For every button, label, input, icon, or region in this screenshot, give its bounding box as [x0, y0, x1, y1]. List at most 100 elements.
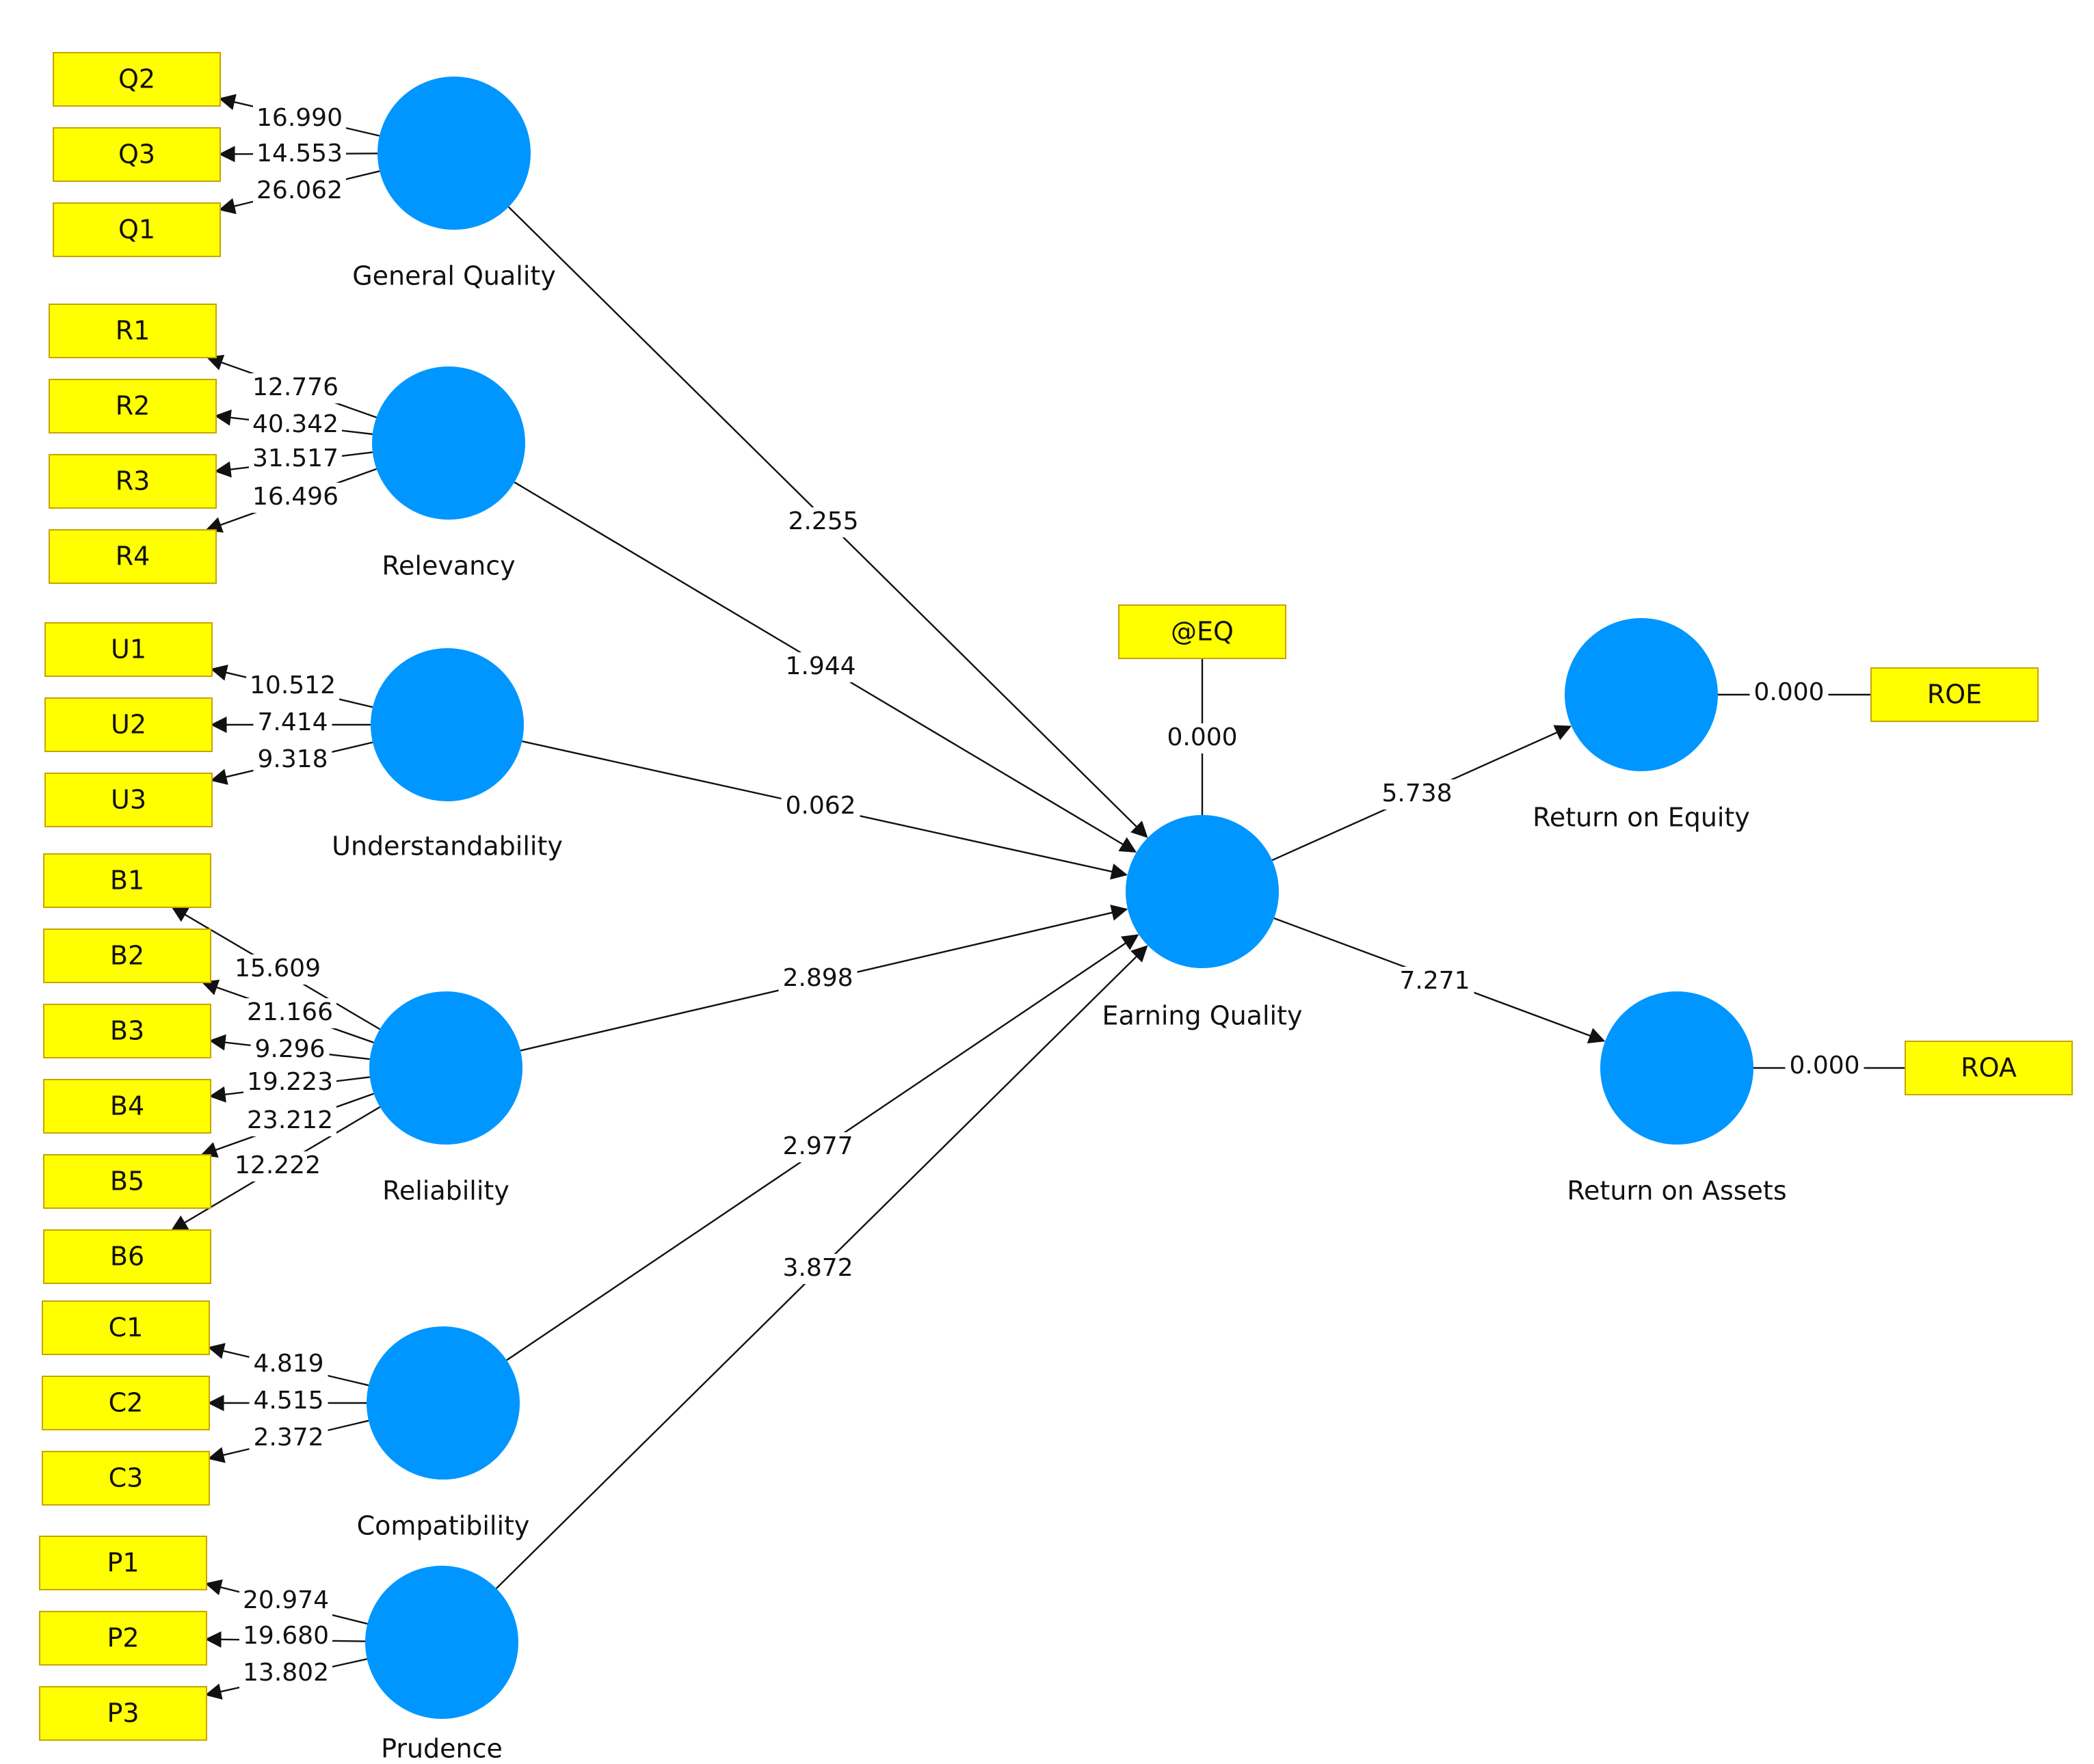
path-coefficient-prudence-to-earning-quality: 3.872 [778, 1254, 858, 1284]
indicator-box-r2 [49, 379, 217, 433]
construct-relevancy[interactable]: Relevancy [372, 366, 525, 581]
loading-value-c3-text: 2.372 [253, 1424, 323, 1452]
indicator-label-q1: Q1 [118, 215, 155, 245]
loading-value-at-eq: 0.000 [1163, 723, 1242, 753]
indicator-c3[interactable]: C3 [42, 1451, 210, 1506]
indicator-box-roa [1905, 1041, 2073, 1095]
loading-value-u1-text: 10.512 [250, 671, 336, 699]
indicator-box-r1 [49, 304, 217, 358]
indicator-at-eq[interactable]: @EQ [1118, 604, 1286, 659]
indicator-r2[interactable]: R2 [49, 379, 217, 433]
path-coefficient-compatibility-to-earning-quality: 2.977 [778, 1132, 858, 1162]
construct-return-on-equity[interactable]: Return on Equity [1533, 618, 1750, 833]
construct-circle-earning-quality [1126, 815, 1279, 968]
indicator-b1[interactable]: B1 [43, 853, 211, 908]
loading-value-c3-backdrop [249, 1424, 328, 1454]
indicator-box-c1 [42, 1300, 210, 1355]
construct-circle-relevancy [372, 366, 525, 520]
indicator-label-r3: R3 [116, 466, 150, 496]
construct-circle-general-quality [377, 77, 531, 230]
path-coefficient-general-quality-to-earning-quality-backdrop [784, 507, 863, 537]
indicator-label-b4: B4 [110, 1091, 144, 1121]
indicator-label-c2: C2 [109, 1388, 144, 1418]
indicator-box-b1 [43, 853, 211, 908]
loading-value-p2-backdrop [239, 1622, 332, 1652]
indicator-box-q1 [53, 202, 221, 257]
indicator-label-b1: B1 [110, 866, 144, 896]
indicator-label-u3: U3 [111, 785, 146, 815]
indicator-u3[interactable]: U3 [44, 773, 213, 827]
construct-prudence[interactable]: Prudence [365, 1566, 518, 1764]
loading-value-roe: 0.000 [1749, 678, 1829, 708]
indicator-q1[interactable]: Q1 [53, 202, 221, 257]
indicator-b3[interactable]: B3 [43, 1004, 211, 1058]
indicator-box-q2 [53, 52, 221, 107]
loading-value-p1-backdrop [239, 1586, 332, 1616]
loading-value-at-eq-text: 0.000 [1167, 723, 1237, 751]
loading-value-c2: 4.515 [249, 1387, 328, 1417]
indicator-b5[interactable]: B5 [43, 1154, 211, 1209]
indicator-p3[interactable]: P3 [39, 1686, 207, 1741]
path-coefficient-prudence-to-earning-quality-backdrop [778, 1254, 858, 1284]
construct-label-reliability: Reliability [382, 1176, 509, 1206]
indicator-b2[interactable]: B2 [43, 928, 211, 983]
loading-value-r4: 16.496 [249, 483, 342, 513]
indicator-u1[interactable]: U1 [44, 622, 213, 677]
loading-value-q3: 14.553 [253, 139, 346, 170]
indicator-c1[interactable]: C1 [42, 1300, 210, 1355]
loading-value-p1-text: 20.974 [243, 1586, 329, 1614]
loading-value-roa-backdrop [1785, 1052, 1864, 1082]
indicator-label-q3: Q3 [118, 139, 155, 170]
indicator-r3[interactable]: R3 [49, 454, 217, 509]
indicator-roa[interactable]: ROA [1905, 1041, 2073, 1095]
construct-label-return-on-assets: Return on Assets [1567, 1176, 1786, 1206]
indicator-box-b2 [43, 928, 211, 983]
loading-value-c3: 2.372 [249, 1424, 328, 1454]
loading-value-q1: 26.062 [253, 176, 346, 206]
loading-value-b6-backdrop [231, 1151, 324, 1181]
loading-value-p1: 20.974 [239, 1586, 332, 1616]
construct-general-quality[interactable]: General Quality [352, 77, 556, 291]
indicator-box-u1 [44, 622, 213, 677]
construct-label-earning-quality: Earning Quality [1102, 1001, 1303, 1031]
path-coefficient-relevancy-to-earning-quality-backdrop [781, 652, 860, 682]
indicator-box-b4 [43, 1079, 211, 1134]
loading-value-u3-backdrop [253, 745, 332, 775]
construct-compatibility[interactable]: Compatibility [357, 1326, 530, 1541]
loading-value-p3: 13.802 [239, 1659, 332, 1689]
indicator-r4[interactable]: R4 [49, 529, 217, 584]
loading-value-q3-text: 14.553 [256, 139, 343, 168]
loading-value-u3-text: 9.318 [257, 745, 328, 773]
construct-circle-compatibility [367, 1326, 520, 1480]
path-coefficient-earning-quality-to-return-on-assets-text: 7.271 [1399, 967, 1470, 995]
construct-earning-quality[interactable]: Earning Quality [1102, 815, 1303, 1031]
path-coefficient-prudence-to-earning-quality-text: 3.872 [782, 1254, 853, 1282]
loading-value-b6-text: 12.222 [235, 1151, 321, 1179]
indicator-b4[interactable]: B4 [43, 1079, 211, 1134]
loading-value-b4-text: 19.223 [247, 1068, 333, 1096]
indicator-p2[interactable]: P2 [39, 1611, 207, 1666]
indicator-label-u2: U2 [111, 710, 146, 740]
loading-value-q1-text: 26.062 [256, 176, 343, 204]
indicator-b6[interactable]: B6 [43, 1229, 211, 1284]
loading-value-c1-backdrop [249, 1350, 328, 1380]
indicator-r1[interactable]: R1 [49, 304, 217, 358]
indicator-q2[interactable]: Q2 [53, 52, 221, 107]
path-coefficient-reliability-to-earning-quality: 2.898 [778, 964, 858, 994]
loading-value-b1: 15.609 [231, 954, 324, 985]
indicator-c2[interactable]: C2 [42, 1376, 210, 1430]
path-coefficient-general-quality-to-earning-quality-text: 2.255 [788, 507, 858, 535]
indicator-p1[interactable]: P1 [39, 1536, 207, 1590]
coefficient-labels-layer: 2.2551.9440.0622.8982.9773.8725.7387.271… [231, 104, 1864, 1689]
indicator-roe[interactable]: ROE [1870, 667, 2039, 722]
construct-reliability[interactable]: Reliability [369, 991, 522, 1206]
indicator-u2[interactable]: U2 [44, 697, 213, 752]
loading-value-r1: 12.776 [249, 373, 342, 403]
loading-value-r3: 31.517 [249, 444, 342, 475]
construct-label-compatibility: Compatibility [357, 1511, 530, 1541]
construct-understandability[interactable]: Understandability [332, 648, 563, 861]
indicator-box-p2 [39, 1611, 207, 1666]
construct-label-relevancy: Relevancy [382, 551, 515, 581]
indicator-q3[interactable]: Q3 [53, 127, 221, 182]
construct-return-on-assets[interactable]: Return on Assets [1567, 991, 1787, 1206]
